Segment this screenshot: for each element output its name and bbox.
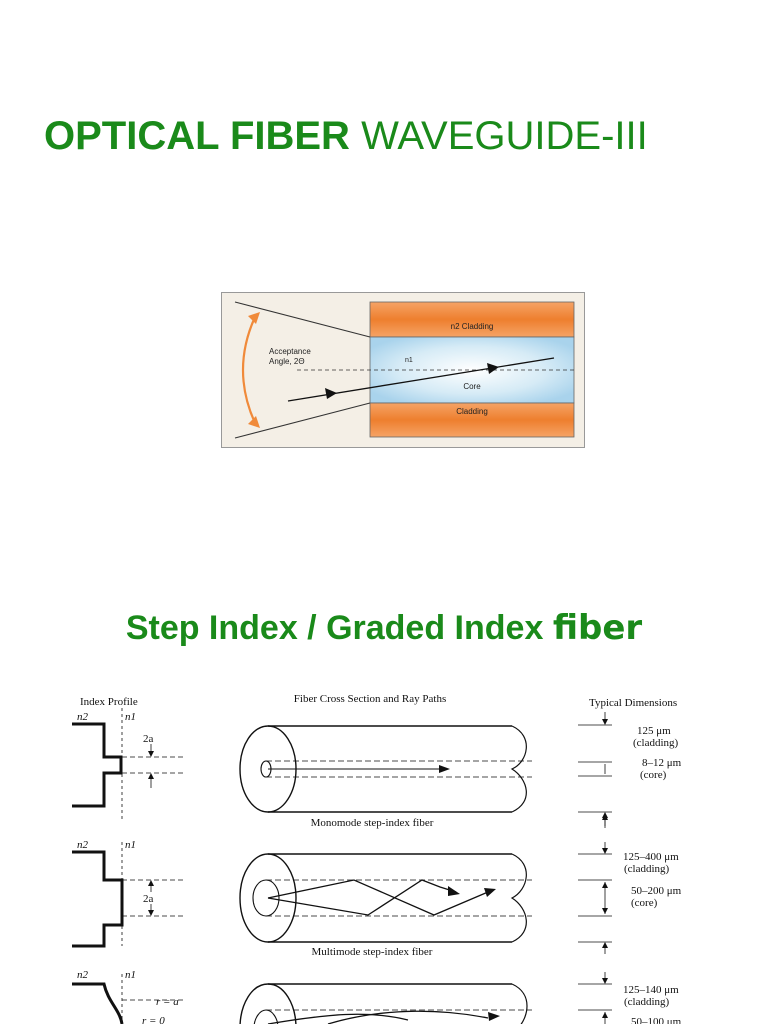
row-monomode xyxy=(72,708,612,826)
dimensions-header: Typical Dimensions xyxy=(589,697,677,709)
row-multimode-graded xyxy=(72,972,612,1024)
index-profile-header: Index Profile xyxy=(80,696,138,708)
dim1-label: (cladding) xyxy=(624,863,670,875)
radius-label: 2a xyxy=(143,893,154,905)
acceptance-angle-arc xyxy=(241,316,257,424)
graded-index-profile xyxy=(72,982,124,1024)
title-bold-part: OPTICAL FIBER xyxy=(44,114,350,158)
angle-label-line2: Angle, 2Θ xyxy=(269,357,305,366)
dim2-value: 50–200 μm xyxy=(631,885,682,897)
caption-monomode: Monomode step-index fiber xyxy=(311,817,434,829)
n1-label: n1 xyxy=(125,711,136,723)
n2-label: n2 xyxy=(77,839,89,851)
subtitle-bold-part: fiber xyxy=(552,608,643,648)
ray-arrow-2 xyxy=(487,363,499,374)
dim2-value: 50–100 μm xyxy=(631,1016,682,1024)
dim1-label: (cladding) xyxy=(624,996,670,1008)
dim1-value: 125–140 μm xyxy=(623,984,679,996)
caption-multimode-step: Multimode step-index fiber xyxy=(312,946,433,958)
n2-label: n2 xyxy=(77,969,89,981)
r-equals-a-label: r = a xyxy=(156,996,179,1008)
n1-label: n1 xyxy=(125,969,136,981)
r-equals-0-label: r = 0 xyxy=(142,1015,165,1024)
subtitle-regular-part: Step Index / Graded Index xyxy=(125,609,544,647)
dim2-label: (core) xyxy=(640,769,667,781)
fiber-body xyxy=(268,853,512,943)
page-title: OPTICAL FIBER WAVEGUIDE-III xyxy=(44,112,648,160)
step-index-profile xyxy=(72,722,123,808)
n1-label: n1 xyxy=(125,839,136,851)
arc-arrow-top-icon xyxy=(248,312,260,324)
title-regular-part: WAVEGUIDE-III xyxy=(361,114,648,158)
fiber-body xyxy=(268,725,512,813)
angle-label-line1: Acceptance xyxy=(269,347,311,356)
dim1-value: 125 μm xyxy=(637,725,671,737)
top-cladding xyxy=(369,301,575,338)
ray-arrow-1 xyxy=(325,388,337,399)
fiber-end-face xyxy=(239,853,297,943)
cladding-top-label: n2 Cladding xyxy=(451,322,494,331)
cone-top-edge xyxy=(234,301,371,338)
cone-bottom-edge xyxy=(234,402,371,439)
radius-label: 2a xyxy=(143,733,154,745)
acceptance-angle-diagram: Acceptance Angle, 2Θ n2 Cladding n1 Core… xyxy=(221,292,585,448)
dim2-value: 8–12 μm xyxy=(642,757,682,769)
fiber-types-diagram: Index Profile Fiber Cross Section and Ra… xyxy=(68,684,708,1024)
fiber-end-face xyxy=(239,983,297,1024)
dim2-label: (core) xyxy=(631,897,658,909)
row-multimode-step xyxy=(72,814,612,954)
cross-section-header: Fiber Cross Section and Ray Paths xyxy=(294,693,446,705)
core-index-label: n1 xyxy=(405,357,413,364)
arc-arrow-bottom-icon xyxy=(248,416,260,428)
cladding-bottom-label: Cladding xyxy=(456,407,488,416)
bottom-cladding xyxy=(369,402,575,438)
core-label: Core xyxy=(463,382,481,391)
section-subtitle: Step Index / Graded Index fiber xyxy=(0,604,768,652)
dim1-label: (cladding) xyxy=(633,737,679,749)
n2-label: n2 xyxy=(77,711,89,723)
dim1-value: 125–400 μm xyxy=(623,851,679,863)
